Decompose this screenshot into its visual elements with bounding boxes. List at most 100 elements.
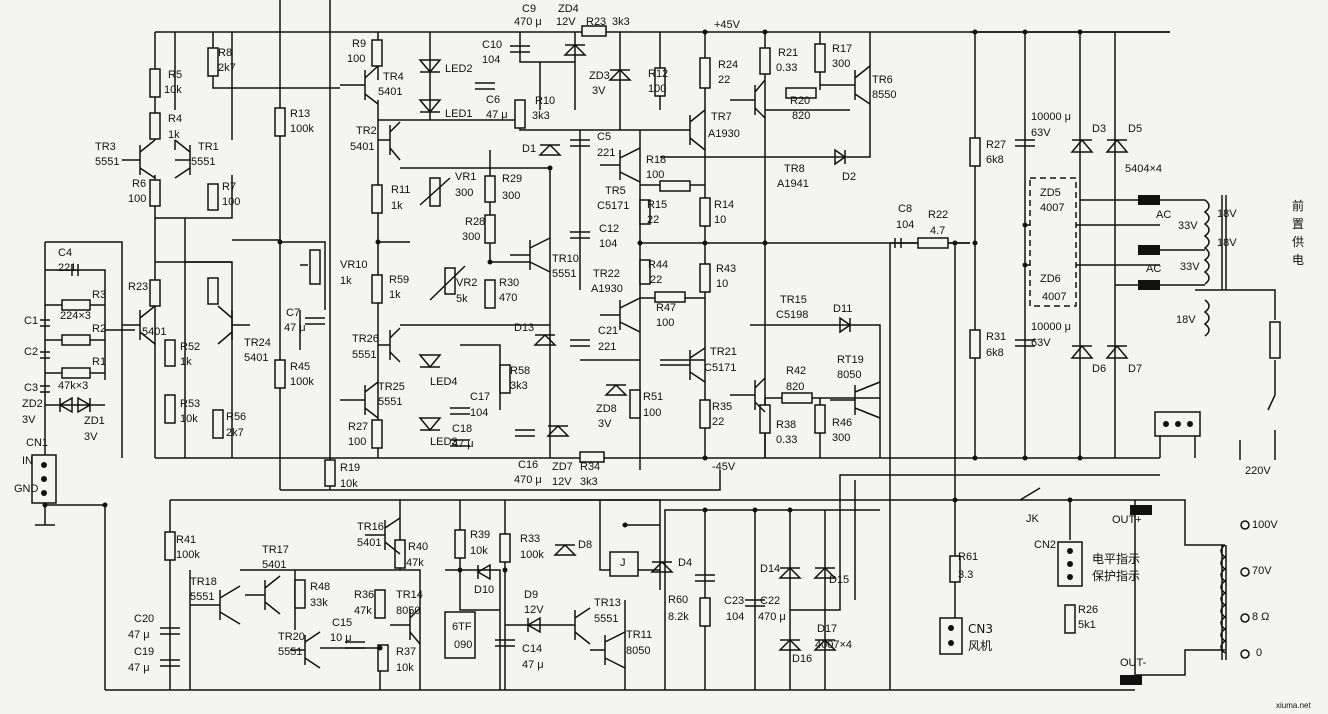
- label-tr14v: 8050: [396, 605, 420, 617]
- label-r28: R28: [465, 216, 485, 228]
- label-tr6v: 8550: [872, 89, 896, 101]
- label-t0: 0: [1256, 647, 1262, 659]
- label-c19: C19: [134, 646, 154, 658]
- label-c15: C15: [332, 617, 352, 629]
- label-r45: R45: [290, 361, 310, 373]
- label-r39: R39: [470, 529, 490, 541]
- label-r13: R13: [290, 108, 310, 120]
- label-r2: R2: [92, 323, 106, 335]
- label-tr17: TR17: [262, 544, 289, 556]
- label-tr3v: 5551: [95, 156, 119, 168]
- label-tr21v: C5171: [704, 362, 736, 374]
- label-c5: C5: [597, 131, 611, 143]
- label-tr11: TR11: [626, 629, 652, 641]
- label-r26v: 5k1: [1078, 619, 1096, 631]
- label-c12v: 104: [599, 238, 617, 250]
- label-r56v: 2k7: [226, 427, 244, 439]
- label-r53v: 10k: [180, 413, 198, 425]
- diodes: [58, 43, 1129, 651]
- label-vr2v: 5k: [456, 293, 468, 305]
- label-r23v: 3k3: [612, 16, 630, 28]
- label-c22v: 470 μ: [758, 611, 786, 623]
- label-r9v: 100: [347, 53, 365, 65]
- label-c7v: 47 μ: [284, 322, 306, 334]
- label-c16v: 470 μ: [514, 474, 542, 486]
- label-c18: C18: [452, 423, 472, 435]
- label-c10000bv: 63V: [1031, 337, 1051, 349]
- label-tr14: TR14: [396, 589, 423, 601]
- transformers: [1203, 195, 1250, 660]
- label-v18c: 18V: [1176, 314, 1196, 326]
- connectors: [31, 177, 1201, 685]
- label-c21v: 221: [598, 341, 616, 353]
- label-r19v: 10k: [340, 478, 358, 490]
- label-tr1: TR1: [198, 141, 219, 153]
- label-r56: R56: [226, 411, 246, 423]
- label-r53: R53: [180, 398, 200, 410]
- label-tf2: 090: [454, 639, 472, 651]
- label-d5: D5: [1128, 123, 1142, 135]
- label-led3: LED3: [430, 436, 458, 448]
- label-tr3: TR3: [95, 141, 116, 153]
- label-c19v: 47 μ: [128, 662, 150, 674]
- label-c18v: 47 μ: [452, 438, 474, 450]
- label-zd1v: 3V: [84, 431, 98, 443]
- label-r46v: 300: [832, 432, 850, 444]
- label-neg45: -45V: [712, 461, 736, 473]
- label-d11: D11: [833, 303, 852, 315]
- label-gnd: GND: [14, 483, 39, 495]
- label-r58v: 3k3: [510, 380, 528, 392]
- label-r27v: 100: [348, 436, 366, 448]
- label-c10000av: 63V: [1031, 127, 1051, 139]
- label-r13v: 100k: [290, 123, 314, 135]
- label-r46: R46: [832, 417, 852, 429]
- label-tr13: TR13: [594, 597, 621, 609]
- junctions: [42, 29, 1083, 651]
- label-tr22v: A1930: [591, 283, 623, 295]
- label-c14: C14: [522, 643, 542, 655]
- label-r52: R52: [180, 341, 200, 353]
- label-d1: D1: [522, 143, 536, 155]
- label-tr11v: 8050: [626, 645, 650, 657]
- component-labels: TR35551R510kR41kR82k7TR15551R6100R7100R9…: [14, 3, 1278, 674]
- label-r38: R38: [776, 419, 796, 431]
- label-zd1: ZD1: [84, 415, 105, 427]
- label-r27: R27: [348, 421, 368, 433]
- label-tr10v: 5551: [552, 268, 576, 280]
- cjk-label-cn3: CN3: [968, 622, 993, 636]
- label-r24: R24: [718, 59, 738, 71]
- label-zd8v: 3V: [598, 418, 612, 430]
- label-r59v: 1k: [389, 289, 401, 301]
- label-tr8v: A1941: [777, 178, 809, 190]
- label-pos45: +45V: [714, 19, 741, 31]
- label-tr25: TR25: [378, 381, 405, 393]
- label-r43v: 10: [716, 278, 728, 290]
- cjk-label-pre2: 置: [1292, 217, 1304, 231]
- label-tr21: TR21: [710, 346, 737, 358]
- label-led2: LED2: [445, 63, 473, 75]
- label-vr1: VR1: [455, 171, 476, 183]
- label-v33a: 33V: [1178, 220, 1198, 232]
- label-d14: D14: [760, 563, 780, 575]
- label-r21v: 0.33: [776, 62, 797, 74]
- label-c22: C22: [760, 595, 780, 607]
- label-r14: R14: [714, 199, 734, 211]
- transistors: [122, 65, 881, 669]
- label-d10: D10: [474, 584, 494, 596]
- label-c14v: 47 μ: [522, 659, 544, 671]
- label-r27b: R27: [986, 139, 1006, 151]
- label-d5v: 5404×4: [1125, 163, 1162, 175]
- label-r5: R5: [168, 69, 182, 81]
- label-r58: R58: [510, 365, 530, 377]
- label-zd7v: 12V: [552, 476, 572, 488]
- cjk-label-pre3: 供: [1292, 235, 1304, 249]
- label-r41v: 100k: [176, 549, 200, 561]
- label-tr2v: 5401: [350, 141, 374, 153]
- label-c16: C16: [518, 459, 538, 471]
- label-zd6v: 4007: [1042, 291, 1066, 303]
- label-c8v: 104: [896, 219, 914, 231]
- label-zd8: ZD8: [596, 403, 617, 415]
- label-r3: R3: [92, 289, 106, 301]
